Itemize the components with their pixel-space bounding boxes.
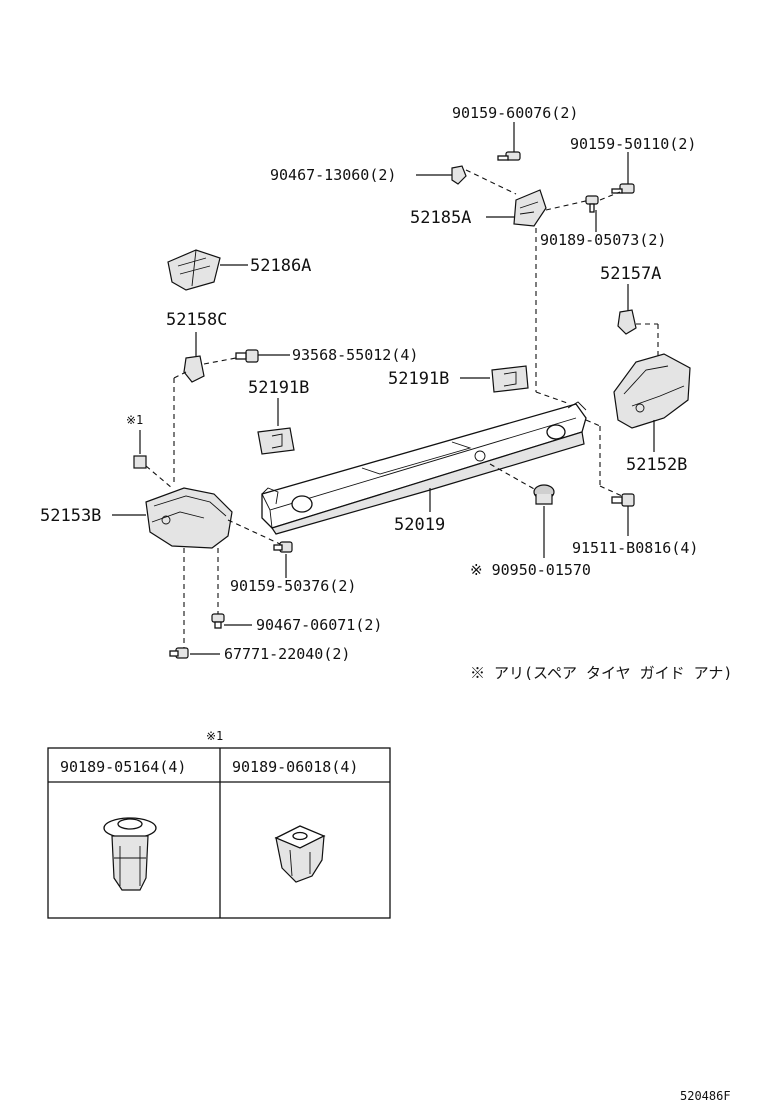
bolt-90159-50376-icon	[273, 541, 293, 553]
footnote-text: ※ アリ(スペア タイヤ ガイド アナ)	[470, 664, 732, 682]
reference-table	[47, 747, 391, 919]
label-93568-55012: 93568-55012(4)	[292, 346, 418, 364]
bumper-reinforcement-52019-icon	[261, 401, 587, 535]
grommet-90950-01570-icon	[533, 484, 555, 505]
label-52019: 52019	[394, 515, 445, 535]
table-col2-header: 90189-06018(4)	[232, 758, 358, 776]
bolt-91511-B0816-icon	[611, 493, 635, 507]
label-67771-22040: 67771-22040(2)	[224, 645, 350, 663]
clip-90189-06018-icon	[274, 825, 326, 883]
label-52157A: 52157A	[600, 264, 661, 284]
clip-52157A-icon	[617, 309, 637, 335]
bolt-90159-60076-icon	[497, 122, 521, 161]
label-52191B-left: 52191B	[248, 378, 309, 398]
label-52152B: 52152B	[626, 455, 687, 475]
screw-67771-22040-icon	[169, 647, 189, 659]
end-cap-52153B-icon	[145, 487, 233, 549]
label-52185A: 52185A	[410, 208, 471, 228]
label-52153B: 52153B	[40, 506, 101, 526]
bolt-93568-55012-icon	[235, 349, 259, 363]
table-col1-header: 90189-05164(4)	[60, 758, 186, 776]
bolt-90159-50110-icon	[611, 152, 635, 194]
clip-note1-icon	[133, 455, 147, 469]
end-cap-52152B-icon	[613, 353, 691, 429]
bolt-90189-05073-icon	[585, 195, 599, 213]
label-90159-50376: 90159-50376(2)	[230, 577, 356, 595]
label-90467-06071: 90467-06071(2)	[256, 616, 382, 634]
label-90159-50110: 90159-50110(2)	[570, 135, 696, 153]
bracket-52158C-icon	[183, 355, 205, 383]
label-52191B-right: 52191B	[388, 369, 449, 389]
diagram-code: 520486F	[680, 1089, 731, 1103]
label-90467-13060: 90467-13060(2)	[270, 166, 396, 184]
clip-90467-13060-icon	[451, 165, 467, 185]
label-note1-marker: ※1	[126, 413, 143, 427]
label-90189-05073: 90189-05073(2)	[540, 231, 666, 249]
label-90159-60076: 90159-60076(2)	[452, 104, 578, 122]
bracket-52185A-icon	[513, 189, 547, 227]
clip-90189-05164-icon	[103, 817, 157, 891]
clip-90467-06071-icon	[211, 613, 225, 629]
label-52158C: 52158C	[166, 310, 227, 330]
label-52186A: 52186A	[250, 256, 311, 276]
label-91511-B0816: 91511-B0816(4)	[572, 539, 698, 557]
bracket-52186A-icon	[167, 249, 221, 291]
pad-52191B-left-icon	[257, 427, 295, 455]
label-90950-01570: ※ 90950-01570	[470, 561, 591, 579]
table-marker: ※1	[206, 729, 223, 743]
pad-52191B-right-icon	[491, 365, 529, 393]
